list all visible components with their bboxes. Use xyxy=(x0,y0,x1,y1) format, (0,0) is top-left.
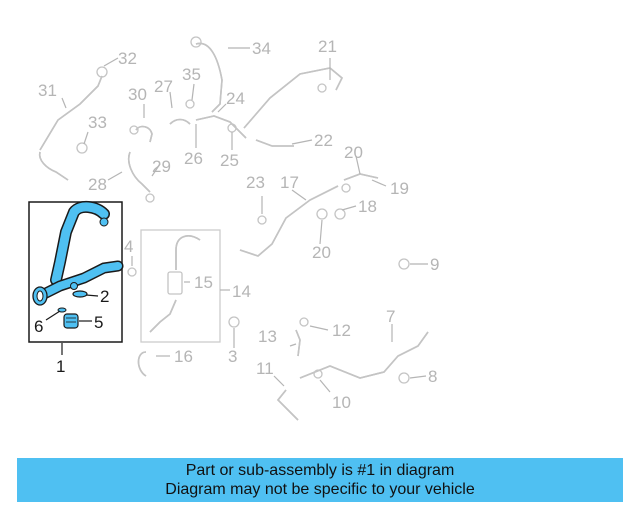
callout-29: 29 xyxy=(152,157,171,176)
banner-line-2: Diagram may not be specific to your vehi… xyxy=(165,481,475,498)
callout-27: 27 xyxy=(154,77,173,96)
callout-labels: 1 2 5 6 3 4 7 8 9 10 11 12 13 14 15 16 1… xyxy=(34,37,439,412)
callout-30: 30 xyxy=(128,85,147,104)
grey-parts xyxy=(38,36,429,421)
callout-19: 19 xyxy=(390,179,409,198)
callout-20a: 20 xyxy=(344,143,363,162)
callout-4: 4 xyxy=(124,237,133,256)
info-banner: Part or sub-assembly is #1 in diagram Di… xyxy=(17,458,623,502)
callout-15: 15 xyxy=(194,273,213,292)
callout-24: 24 xyxy=(226,89,245,108)
callout-25: 25 xyxy=(220,151,239,170)
callout-31: 31 xyxy=(38,81,57,100)
grey-leader-lines xyxy=(61,47,428,393)
callout-32: 32 xyxy=(118,49,137,68)
callout-33: 33 xyxy=(88,113,107,132)
callout-10: 10 xyxy=(332,393,351,412)
callout-23: 23 xyxy=(246,173,265,192)
callout-13: 13 xyxy=(258,327,277,346)
callout-18: 18 xyxy=(358,197,377,216)
callout-9: 9 xyxy=(430,255,439,274)
callout-5: 5 xyxy=(94,313,103,332)
callout-21: 21 xyxy=(318,37,337,56)
callout-28: 28 xyxy=(88,175,107,194)
callout-8: 8 xyxy=(428,367,437,386)
callout-12: 12 xyxy=(332,321,351,340)
callout-35: 35 xyxy=(182,65,201,84)
callout-22: 22 xyxy=(314,131,333,150)
assembly-14-frame xyxy=(140,229,221,343)
callout-7: 7 xyxy=(386,307,395,326)
part-2-oring[interactable] xyxy=(72,290,88,298)
callout-16: 16 xyxy=(174,347,193,366)
callout-14: 14 xyxy=(232,282,251,301)
part-5-thermostat[interactable] xyxy=(63,313,79,329)
callout-1: 1 xyxy=(56,357,65,376)
banner-line-1: Part or sub-assembly is #1 in diagram xyxy=(185,462,455,479)
callout-17: 17 xyxy=(280,173,299,192)
assembly-1-frame xyxy=(28,201,123,343)
callout-6: 6 xyxy=(34,317,43,336)
callout-3: 3 xyxy=(228,347,237,366)
callout-11: 11 xyxy=(256,359,274,378)
highlighted-hose-assembly[interactable] xyxy=(32,201,124,306)
callout-34: 34 xyxy=(252,39,271,58)
callout-26: 26 xyxy=(184,149,203,168)
callout-2: 2 xyxy=(100,287,109,306)
callout-20b: 20 xyxy=(312,243,331,262)
